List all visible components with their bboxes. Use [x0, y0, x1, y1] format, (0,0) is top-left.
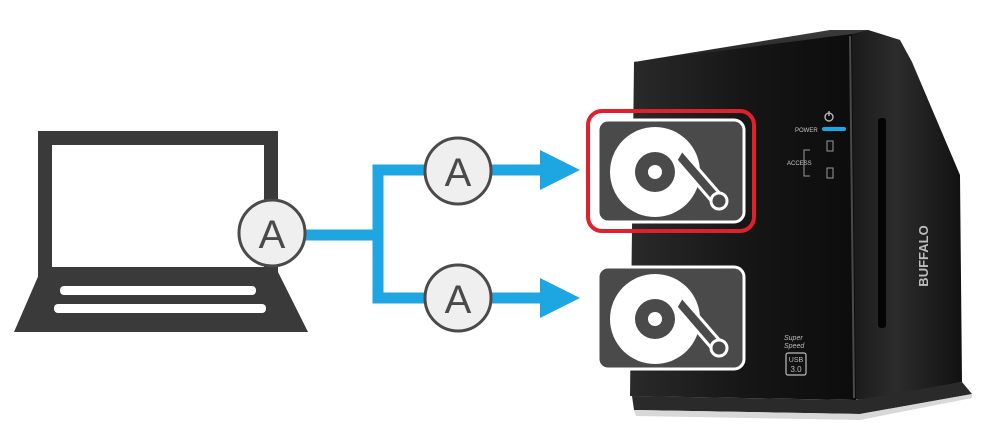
data-badge-top: A	[423, 136, 493, 206]
access-label: ACCESS	[787, 161, 812, 167]
data-badge-top-label: A	[445, 151, 472, 195]
selected-drive-highlight	[586, 109, 756, 233]
laptop-base	[14, 272, 308, 332]
usb-badge	[785, 352, 807, 376]
laptop-keyboard-line	[60, 286, 256, 295]
laptop-screen	[38, 131, 278, 281]
laptop-trackpad-line	[54, 304, 266, 313]
power-button-icon	[824, 111, 834, 122]
access-led-1	[826, 140, 834, 152]
brand-logo: BUFFALO	[916, 225, 931, 286]
data-badge-bottom: A	[423, 263, 493, 333]
access-led-2	[826, 167, 834, 179]
data-badge-source: A	[237, 198, 307, 268]
power-led	[822, 127, 846, 131]
superspeed-line2: Speed	[784, 343, 805, 350]
data-badge-bottom-label: A	[445, 278, 472, 322]
hard-drive-icon-bottom	[596, 265, 746, 371]
power-label: POWER	[795, 128, 818, 134]
superspeed-line1: Super	[784, 335, 803, 342]
arrow-to-top-drive	[540, 150, 580, 190]
laptop-icon	[14, 131, 308, 332]
connector-trunk	[300, 164, 545, 304]
data-badge-source-label: A	[259, 213, 286, 257]
usb-version: 3.0	[790, 365, 802, 374]
hard-drive-icon-top	[596, 118, 746, 224]
arrow-to-bottom-drive	[540, 278, 580, 318]
usb-label: USB	[789, 357, 804, 364]
